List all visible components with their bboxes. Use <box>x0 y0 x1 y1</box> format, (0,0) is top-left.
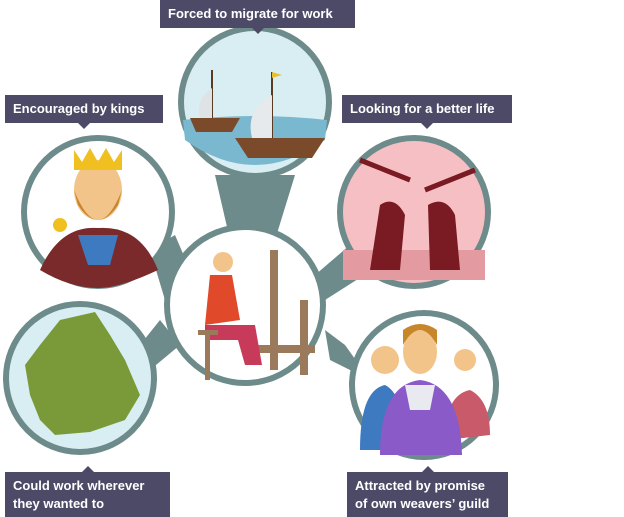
label-forced-to-migrate: Forced to migrate for work <box>160 0 355 34</box>
map-illustration <box>3 301 157 455</box>
label-weavers-guild: Attracted by promise of own weavers’ gui… <box>347 466 508 517</box>
ships-illustration <box>178 25 332 179</box>
king-illustration <box>21 135 175 289</box>
fighters-illustration <box>337 135 491 289</box>
people-illustration <box>349 310 499 460</box>
label-work-wherever: Could work wherever they wanted to <box>5 466 170 517</box>
label-encouraged-by-kings: Encouraged by kings <box>5 95 163 129</box>
weaver-illustration <box>164 224 326 386</box>
label-better-life: Looking for a better life <box>342 95 512 129</box>
